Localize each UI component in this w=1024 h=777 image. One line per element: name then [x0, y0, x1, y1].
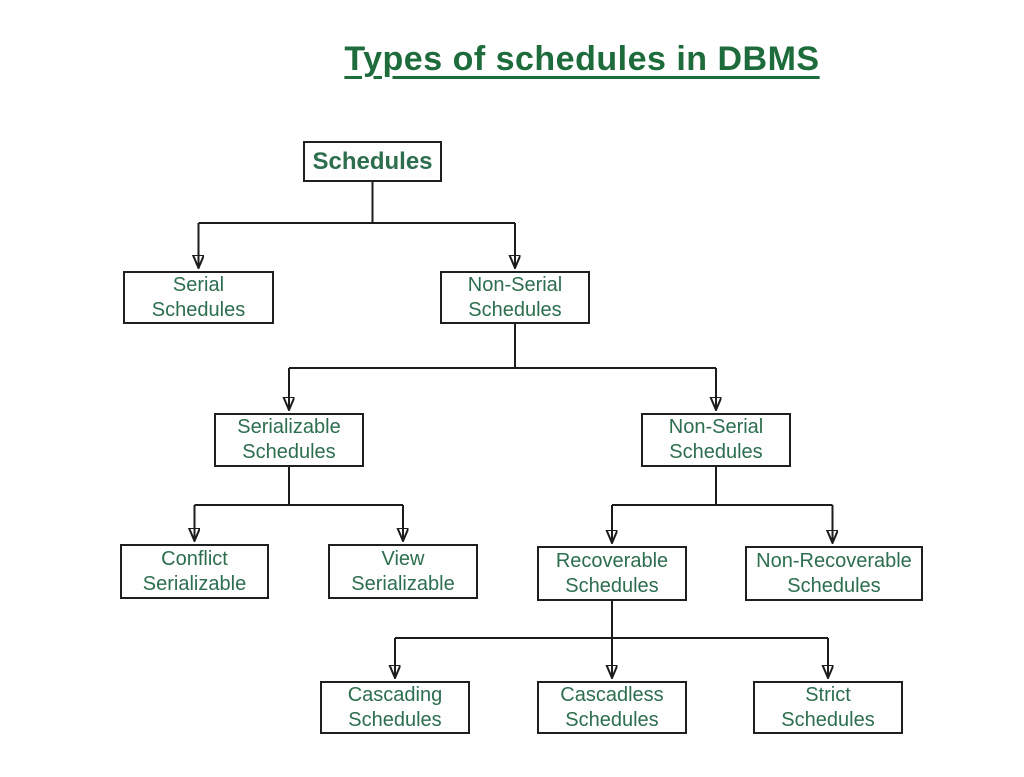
node-nonrecoverable-schedules-label: Non-Recoverable Schedules	[756, 549, 912, 597]
node-schedules: Schedules	[303, 141, 442, 182]
node-cascadless-schedules-label: Cascadless Schedules	[560, 683, 664, 731]
node-serial-schedules: Serial Schedules	[123, 271, 274, 324]
node-recoverable-schedules-label: Recoverable Schedules	[555, 549, 669, 597]
node-view-serializable-label: View Serializable	[351, 547, 455, 595]
connector-recoverable-children	[395, 601, 828, 639]
connector-serializable-children	[194, 467, 403, 506]
node-serializable-schedules: Serializable Schedules	[214, 413, 364, 467]
node-serializable-schedules-label: Serializable Schedules	[237, 416, 341, 463]
node-cascadless-schedules: Cascadless Schedules	[537, 681, 687, 734]
connector-nonserial-children	[289, 324, 716, 369]
node-strict-schedules: Strict Schedules	[753, 681, 903, 734]
node-cascading-schedules: Cascading Schedules	[320, 681, 470, 734]
node-conflict-serializable: Conflict Serializable	[120, 544, 269, 599]
node-nonserial-schedules-l3-label: Non-Serial Schedules	[668, 416, 764, 463]
node-nonserial-schedules-l3: Non-Serial Schedules	[641, 413, 791, 467]
node-nonserial-schedules-l2-label: Non-Serial Schedules	[467, 273, 563, 321]
node-schedules-label: Schedules	[312, 147, 433, 175]
node-view-serializable: View Serializable	[328, 544, 478, 599]
node-nonrecoverable-schedules: Non-Recoverable Schedules	[745, 546, 923, 601]
connector-schedules-children	[198, 182, 515, 224]
node-serial-schedules-label: Serial Schedules	[151, 273, 246, 321]
node-strict-schedules-label: Strict Schedules	[781, 683, 875, 731]
page-title: Types of schedules in DBMS	[344, 40, 820, 78]
connector-nonserial-l3-children	[612, 467, 833, 506]
node-cascading-schedules-label: Cascading Schedules	[347, 683, 443, 731]
node-nonserial-schedules-l2: Non-Serial Schedules	[440, 271, 590, 324]
node-recoverable-schedules: Recoverable Schedules	[537, 546, 687, 601]
node-conflict-serializable-label: Conflict Serializable	[142, 547, 247, 595]
